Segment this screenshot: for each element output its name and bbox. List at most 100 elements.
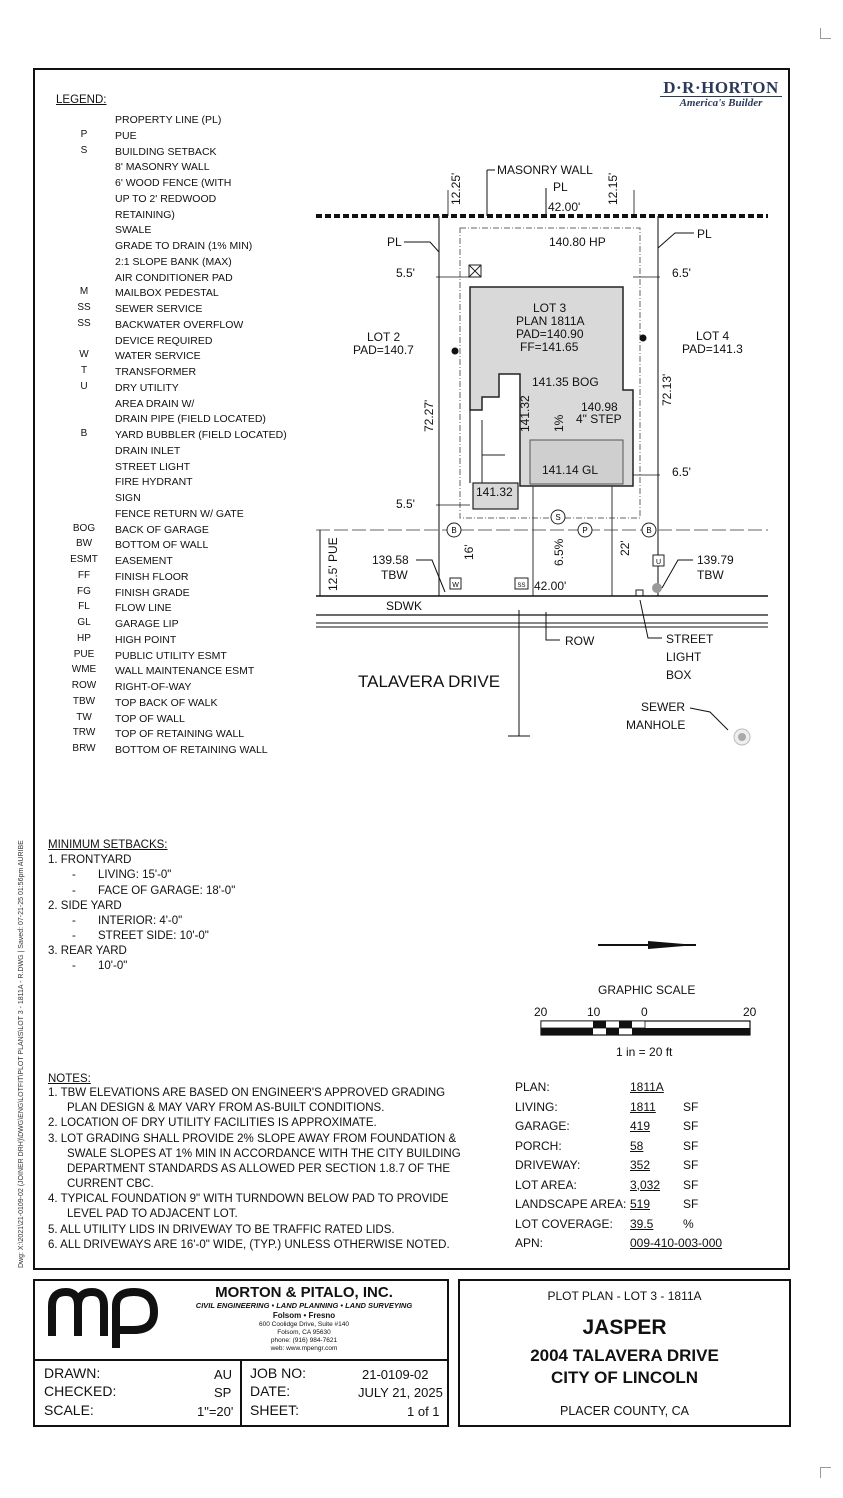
note-line: 6. ALL DRIVEWAYS ARE 16'-0" WIDE, (TYP.)…	[48, 1239, 450, 1251]
note-line: 1. TBW ELEVATIONS ARE BASED ON ENGINEER'…	[48, 1087, 446, 1099]
area-drain-right	[639, 334, 647, 342]
drawn-value: AU	[214, 1367, 233, 1382]
left-side-dim: 5.5'	[396, 266, 415, 280]
legend-item: ROW RIGHT-OF-WAY	[56, 680, 296, 695]
note-line: CURRENT CBC.	[67, 1178, 154, 1190]
legend-label: AIR CONDITIONER PAD	[115, 271, 233, 284]
scale-tick: 0	[641, 1005, 648, 1019]
legend-label: TOP OF RETAINING WALL	[115, 728, 245, 741]
legend-symbol: ROW	[71, 680, 97, 691]
stat-row: PLAN:1811A	[515, 1080, 735, 1098]
legend-item: PROPERTY LINE (PL)	[56, 113, 296, 128]
porch-elevation: 141.32	[476, 485, 513, 499]
legend-item: AREA DRAIN W/	[56, 397, 296, 412]
scale-ratio: 1 in = 20 ft	[616, 1045, 673, 1059]
legend-label: 6' WOOD FENCE (WITH	[115, 177, 232, 189]
street-light-box	[635, 589, 644, 597]
setback-line: 10'-0"	[98, 960, 128, 972]
street-light	[652, 583, 662, 593]
stat-label: LANDSCAPE AREA:	[515, 1197, 627, 1211]
legend-symbol: GL	[77, 617, 91, 628]
front-width: 42.00'	[534, 579, 567, 593]
legend-label: YARD BUBBLER (FIELD LOCATED)	[115, 429, 287, 441]
lot3-label: LOT 3	[533, 301, 567, 315]
svg-text:U: U	[656, 559, 661, 566]
masonry-wall-label: MASONRY WALL	[497, 163, 593, 177]
corner-mark-top	[820, 28, 831, 39]
setback-line: STREET SIDE: 10'-0"	[98, 930, 209, 942]
stat-label: LOT COVERAGE:	[515, 1216, 613, 1231]
ac-pad	[468, 264, 482, 278]
legend-label: MAILBOX PEDESTAL	[115, 287, 219, 300]
project-county: PLACER COUNTY, CA	[560, 1404, 689, 1418]
legend-label: 8' MASONRY WALL	[115, 161, 210, 174]
finish-floor: FF=141.65	[520, 340, 579, 354]
legend-label: BACKWATER OVERFLOW	[115, 318, 244, 331]
legend-item: GRADE TO DRAIN (1% MIN)	[56, 239, 296, 254]
legend-symbol: U	[80, 380, 88, 392]
legend-symbol: FG	[77, 585, 91, 597]
sidewalk-label: SDWK	[386, 599, 422, 613]
legend-label: EASEMENT	[115, 555, 173, 567]
stat-value: 419	[630, 1119, 651, 1133]
legend-label: RIGHT-OF-WAY	[115, 681, 192, 693]
stat-unit: SF	[683, 1158, 699, 1172]
firm-address-1: 600 Coolidge Drive, Suite #140	[259, 1321, 349, 1328]
setback-marker	[550, 509, 566, 525]
setback-line: -	[72, 930, 76, 942]
stat-unit: SF	[683, 1119, 699, 1133]
firm-logo	[48, 1284, 160, 1348]
right-side-dim-2: 6.5'	[672, 465, 691, 479]
legend-label: RETAINING)	[115, 208, 175, 221]
legend-label: AREA DRAIN W/	[115, 397, 195, 410]
water-service	[449, 577, 462, 590]
legend-symbol: B	[80, 428, 88, 439]
legend-label: PROPERTY LINE (PL)	[115, 114, 222, 126]
setback-line: 2. SIDE YARD	[48, 900, 122, 912]
scale-tick: 20	[743, 1005, 757, 1019]
right-side-dim: 6.5'	[672, 266, 691, 280]
svg-text:B: B	[451, 526, 456, 535]
right-rear-dim: 12.15'	[606, 172, 620, 205]
project-block	[458, 1279, 791, 1427]
drawing-frame	[33, 68, 790, 1270]
pl-label-right: PL	[697, 227, 712, 241]
stat-label: PLAN:	[515, 1080, 550, 1094]
street-light-label-3: BOX	[666, 668, 692, 682]
stat-unit: SF	[683, 1177, 699, 1192]
left-side-dim-2: 5.5'	[396, 497, 415, 511]
stat-value: 519	[630, 1197, 651, 1211]
legend-label: TOP BACK OF WALK	[115, 696, 218, 709]
pue-dim: 12.5' PUE	[326, 537, 340, 591]
stat-unit: SF	[683, 1099, 699, 1114]
dry-utility	[652, 554, 665, 567]
sheet-value: 1 of 1	[407, 1404, 440, 1419]
legend-symbol: SS	[77, 317, 91, 329]
svg-text:S: S	[555, 513, 560, 522]
rear-hp: 140.80 HP	[549, 235, 606, 249]
legend-symbol: FL	[78, 601, 90, 613]
job-value: 21-0109-02	[362, 1367, 429, 1382]
legend-item: UP TO 2' REDWOOD	[56, 192, 296, 207]
legend-symbol: BOG	[72, 522, 96, 534]
firm-offices: Folsom • Fresno	[272, 1311, 336, 1320]
stat-label: APN:	[515, 1236, 544, 1250]
sewer-service	[514, 577, 529, 590]
plan-number: PLAN 1811A	[516, 314, 585, 328]
legend-label: GRADE TO DRAIN (1% MIN)	[115, 240, 253, 252]
legend-label: UP TO 2' REDWOOD	[115, 192, 217, 205]
legend-symbol: S	[80, 144, 88, 156]
legend-label: STREET LIGHT	[115, 460, 191, 473]
